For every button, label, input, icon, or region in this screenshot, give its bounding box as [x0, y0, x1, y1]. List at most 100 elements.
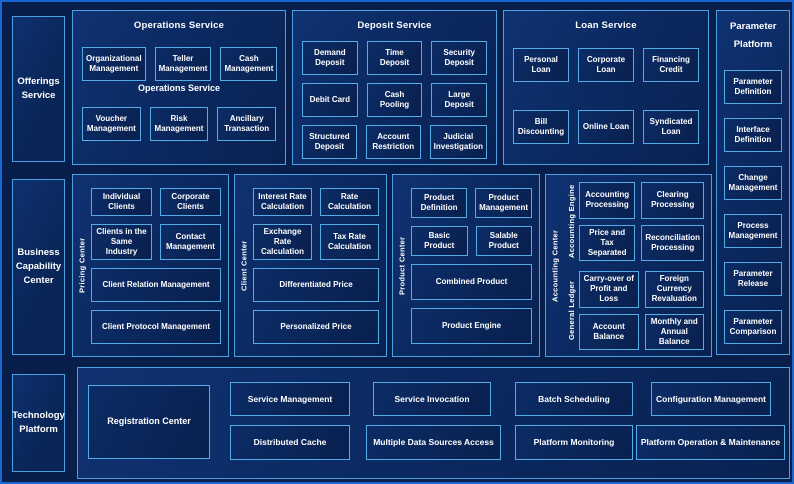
diagram-box: Foreign Currency Revaluation: [644, 271, 704, 308]
diagram-box: Reconciliation Processing: [641, 224, 704, 261]
diagram-box: Platform Operation & Maintenance: [636, 425, 785, 460]
offerings-service-label: Offerings Service: [17, 75, 60, 101]
diagram-box: Price and Tax Separated: [579, 224, 636, 261]
vertical-group-label: Pricing Center: [77, 237, 87, 294]
diagram-box: Clearing Processing: [641, 182, 704, 219]
group-deposit-service: Deposit Service Demand Deposit Time Depo…: [292, 10, 497, 165]
diagram-box: Service Management: [230, 382, 350, 416]
diagram-box: Tax Rate Calculation: [320, 224, 379, 260]
diagram-box: Client Relation Management: [91, 268, 221, 302]
diagram-box: Product Engine: [411, 308, 532, 344]
parameter-platform-panel: Parameter Platform Parameter Definition …: [716, 10, 790, 355]
pricing-center-boxes: Individual Clients Corporate Clients Cli…: [91, 175, 228, 356]
diagram-box: Combined Product: [411, 264, 532, 300]
diagram-box: Clients in the Same Industry: [91, 224, 152, 260]
diagram-box: Syndicated Loan: [643, 110, 699, 144]
vertical-subgroup-label: Accounting Engine: [567, 184, 576, 259]
diagram-box: Risk Management: [149, 107, 209, 141]
diagram-box: Configuration Management: [651, 382, 771, 416]
diagram-box: Platform Monitoring: [515, 425, 633, 460]
diagram-box: Batch Scheduling: [515, 382, 633, 416]
diagram-box: Security Deposit: [431, 41, 487, 75]
deposit-row-2: Debit Card Cash Pooling Large Deposit: [293, 83, 496, 117]
operations-row-1: Organizational Management Teller Managem…: [73, 47, 285, 81]
group-title: Operations Service: [133, 20, 225, 31]
diagram-box: Exchange Rate Calculation: [253, 224, 312, 260]
accounting-sections: Accounting Engine Accounting Processing …: [564, 175, 711, 356]
diagram-box: Cash Management: [220, 47, 278, 81]
vertical-group-label: Accounting Center: [550, 229, 560, 302]
business-capability-label: Business Capability Center: [15, 246, 62, 287]
diagram-box: Client Protocol Management: [91, 310, 221, 344]
diagram-box: Parameter Release: [724, 262, 782, 297]
product-center-boxes: Product Definition Product Management Ba…: [411, 175, 539, 356]
client-center-boxes: Interest Rate Calculation Rate Calculati…: [253, 175, 386, 356]
diagram-box: Judicial Investigation: [429, 125, 487, 159]
diagram-box: Financing Credit: [643, 48, 699, 82]
diagram-box: Teller Management: [154, 47, 212, 81]
group-title: Deposit Service: [357, 20, 432, 31]
diagram-box: Personal Loan: [513, 48, 569, 82]
diagram-box: Service Invocation: [373, 382, 491, 416]
diagram-box: Registration Center: [88, 385, 210, 459]
group-title: Loan Service: [575, 20, 637, 31]
diagram-box: Corporate Clients: [160, 188, 221, 216]
diagram-box: Individual Clients: [91, 188, 152, 216]
diagram-box: Cash Pooling: [366, 83, 423, 117]
diagram-box: Carry-over of Profit and Loss: [579, 271, 639, 308]
technology-platform-sidebar: Technology Platform: [12, 374, 65, 472]
diagram-box: Time Deposit: [366, 41, 423, 75]
diagram-box: Parameter Definition: [724, 70, 782, 105]
loan-row-2: Bill Discounting Online Loan Syndicated …: [504, 110, 708, 144]
deposit-row-1: Demand Deposit Time Deposit Security Dep…: [293, 41, 496, 75]
diagram-box: Contact Management: [160, 224, 221, 260]
parameter-platform-title: Parameter Platform: [730, 21, 777, 51]
group-operations-service: Operations Service Organizational Manage…: [72, 10, 286, 165]
diagram-box: Bill Discounting: [513, 110, 569, 144]
vertical-group-label: Client Center: [239, 240, 249, 291]
diagram-box: Account Balance: [579, 313, 639, 350]
diagram-box: Distributed Cache: [230, 425, 350, 460]
diagram-box: Account Restriction: [365, 125, 421, 159]
business-capability-sidebar: Business Capability Center: [12, 179, 65, 355]
diagram-box: Ancillary Transaction: [217, 107, 276, 141]
vertical-subgroup-label: General Ledger: [567, 280, 576, 341]
accounting-engine-section: Accounting Engine Accounting Processing …: [564, 182, 704, 261]
diagram-box: Personalized Price: [253, 310, 379, 344]
diagram-box: Differentiated Price: [253, 268, 379, 302]
diagram-box: Product Management: [475, 188, 532, 218]
vertical-group-label: Product Center: [397, 236, 407, 295]
offerings-service-sidebar: Offerings Service: [12, 16, 65, 162]
diagram-box: Voucher Management: [82, 107, 141, 141]
loan-row-1: Personal Loan Corporate Loan Financing C…: [504, 48, 708, 82]
diagram-box: Parameter Comparison: [724, 310, 782, 345]
diagram-box: Basic Product: [411, 226, 468, 256]
technology-platform-panel: Registration Center Service Management D…: [77, 367, 790, 479]
general-ledger-section: General Ledger Carry-over of Profit and …: [564, 271, 704, 350]
deposit-row-3: Structured Deposit Account Restriction J…: [293, 125, 496, 159]
group-loan-service: Loan Service Personal Loan Corporate Loa…: [503, 10, 709, 165]
diagram-box: Structured Deposit: [302, 125, 357, 159]
technology-platform-label: Technology Platform: [12, 409, 65, 435]
group-pricing-center: Pricing Center Individual Clients Corpor…: [72, 174, 229, 357]
group-mid-title: Operations Service: [137, 83, 221, 93]
diagram-box: Accounting Processing: [579, 182, 636, 219]
diagram-box: Salable Product: [475, 226, 532, 256]
diagram-box: Corporate Loan: [578, 48, 634, 82]
diagram-box: Large Deposit: [431, 83, 487, 117]
diagram-box: Monthly and Annual Balance: [644, 313, 704, 350]
diagram-box: Debit Card: [302, 83, 358, 117]
diagram-box: Multiple Data Sources Access: [366, 425, 501, 460]
diagram-box: Rate Calculation: [320, 188, 379, 216]
diagram-box: Organizational Management: [82, 47, 146, 81]
diagram-box: Process Management: [724, 214, 782, 249]
group-client-center: Client Center Interest Rate Calculation …: [234, 174, 387, 357]
group-product-center: Product Center Product Definition Produc…: [392, 174, 540, 357]
diagram-box: Demand Deposit: [302, 41, 358, 75]
group-accounting-center: Accounting Center Accounting Engine Acco…: [545, 174, 712, 357]
diagram-box: Product Definition: [411, 188, 468, 218]
operations-row-2: Voucher Management Risk Management Ancil…: [73, 107, 285, 141]
diagram-box: Interface Definition: [724, 118, 782, 153]
diagram-box: Change Management: [724, 166, 782, 201]
